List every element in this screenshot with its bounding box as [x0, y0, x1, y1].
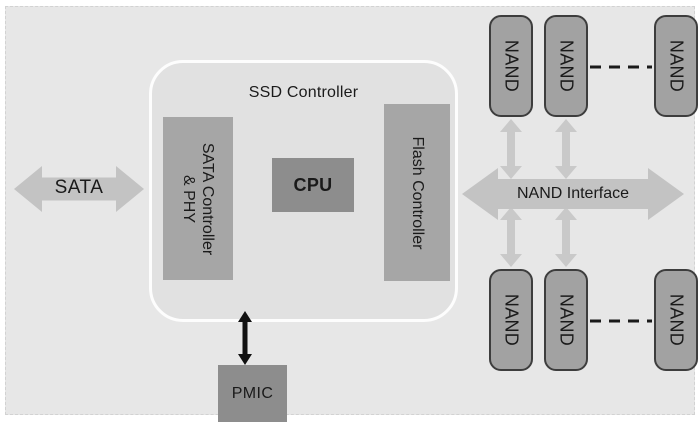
nand-continuation-dashes-top [590, 65, 652, 69]
nand-bus-arrow-bottom-1 [500, 207, 522, 267]
sata-controller-phy-label: SATA Controller & PHY [179, 142, 217, 254]
nand-bus-arrow-top-1 [500, 119, 522, 179]
nand-bus-arrow-bottom-2 [555, 207, 577, 267]
nand-chip-label: NAND [501, 293, 522, 347]
pmic-link-arrow [238, 311, 252, 365]
nand-continuation-dashes-bottom [590, 319, 652, 323]
nand-chip-top-1: NAND [489, 15, 533, 117]
nand-chip-top-3: NAND [654, 15, 698, 117]
sata-controller-phy-block: SATA Controller & PHY [163, 117, 233, 280]
nand-bus-arrow-top-2 [555, 119, 577, 179]
nand-chip-bottom-1: NAND [489, 269, 533, 371]
sata-bus-label: SATA [54, 177, 104, 198]
sata-bus-arrow [14, 166, 144, 212]
nand-interface-arrow [462, 168, 684, 220]
ssd-controller-title: SSD Controller [248, 84, 359, 101]
nand-chip-bottom-3: NAND [654, 269, 698, 371]
nand-chip-label: NAND [666, 39, 687, 93]
nand-chip-label: NAND [666, 293, 687, 347]
flash-controller-block: Flash Controller [384, 104, 450, 281]
nand-chip-label: NAND [556, 39, 577, 93]
pmic-label: PMIC [231, 384, 274, 402]
sata-controller-phy-line2: & PHY [180, 174, 197, 223]
sata-controller-phy-line1: SATA Controller [199, 142, 216, 255]
nand-chip-label: NAND [501, 39, 522, 93]
cpu-label: CPU [293, 174, 333, 195]
flash-controller-label: Flash Controller [409, 136, 426, 249]
pmic-block: PMIC [218, 365, 287, 422]
nand-chip-top-2: NAND [544, 15, 588, 117]
cpu-block: CPU [272, 158, 354, 212]
nand-chip-label: NAND [556, 293, 577, 347]
nand-interface-label: NAND Interface [516, 185, 630, 202]
nand-chip-bottom-2: NAND [544, 269, 588, 371]
diagram-canvas: SATA SSD Controller SATA Controller & PH… [5, 6, 698, 422]
